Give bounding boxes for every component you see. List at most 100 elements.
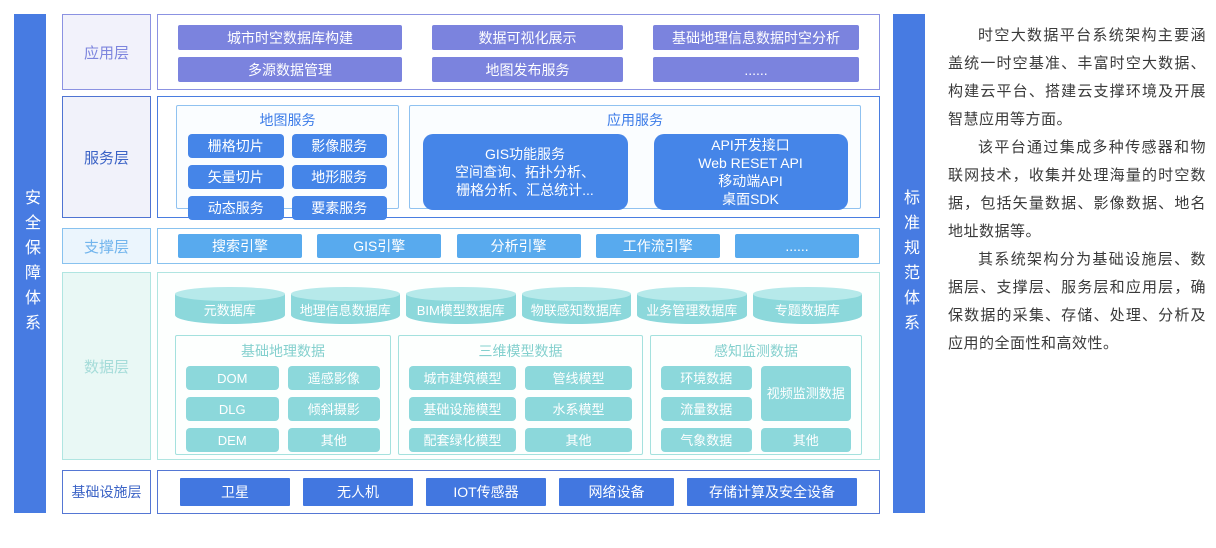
infra-block-drone: 无人机 bbox=[303, 478, 413, 506]
svc-block-vector-tile: 矢量切片 bbox=[188, 165, 284, 189]
api-interface-block: API开发接口 Web RESET API 移动端API 桌面SDK bbox=[653, 134, 848, 210]
app-service-blocks: GIS功能服务 空间查询、拓扑分析、 栅格分析、汇总统计... API开发接口 … bbox=[421, 134, 849, 210]
app-block-geo-analysis: 基础地理信息数据时空分析 bbox=[653, 25, 859, 50]
data-block-weather: 气象数据 bbox=[661, 428, 752, 452]
db-metadata-label: 元数据库 bbox=[203, 302, 256, 318]
security-assurance-label: 安全保障体系 bbox=[22, 188, 39, 339]
db-iot-label: 物联感知数据库 bbox=[530, 302, 622, 318]
model-3d-data-title: 三维模型数据 bbox=[478, 343, 563, 359]
svc-block-raster-tile: 栅格切片 bbox=[188, 134, 284, 158]
service-layer-panel: 地图服务 栅格切片 影像服务 矢量切片 地形服务 动态服务 要素服务 应用服务 … bbox=[157, 96, 880, 220]
description-paragraph-1: 时空大数据平台系统架构主要涵盖统一时空基准、丰富时空大数据、构建云平台、搭建云支… bbox=[948, 27, 1206, 128]
db-business-label: 业务管理数据库 bbox=[646, 302, 738, 318]
basic-geo-data-title: 基础地理数据 bbox=[241, 343, 325, 359]
data-block-city-building-model: 城市建筑模型 bbox=[409, 366, 516, 390]
engine-gis: GIS引擎 bbox=[317, 234, 442, 258]
map-service-group: 地图服务 栅格切片 影像服务 矢量切片 地形服务 动态服务 要素服务 bbox=[176, 105, 399, 220]
data-block-other1: 其他 bbox=[287, 428, 380, 452]
database-cylinders: 元数据库 地理信息数据库 BIM模型数据库 物联感知数据库 业务管理数据库 专题… bbox=[173, 287, 864, 324]
api-line2: Web RESET API bbox=[698, 155, 803, 171]
db-geoinfo: 地理信息数据库 bbox=[290, 287, 400, 324]
data-block-other3: 其他 bbox=[760, 428, 851, 452]
security-assurance-bar: 安全保障体系 bbox=[14, 14, 46, 513]
data-block-dom: DOM bbox=[186, 366, 279, 390]
gis-line1: GIS功能服务 bbox=[484, 146, 566, 162]
layer-label-data: 数据层 bbox=[62, 272, 151, 460]
app-block-visualization: 数据可视化展示 bbox=[432, 25, 623, 50]
svc-block-dynamic-service: 动态服务 bbox=[188, 196, 284, 220]
layer-label-service-text: 服务层 bbox=[83, 149, 129, 167]
db-geoinfo-label: 地理信息数据库 bbox=[299, 302, 391, 318]
app-block-multisource: 多源数据管理 bbox=[178, 57, 402, 82]
app-block-more: ...... bbox=[653, 57, 859, 82]
data-block-dem: DEM bbox=[186, 428, 279, 452]
db-thematic-label: 专题数据库 bbox=[774, 302, 840, 318]
layer-label-infrastructure-text: 基础设施层 bbox=[71, 484, 142, 500]
engine-search: 搜索引擎 bbox=[178, 234, 302, 258]
basic-geo-data-group: 基础地理数据 DOM 遥感影像 DLG 倾斜摄影 DEM 其他 bbox=[175, 335, 391, 455]
layer-label-infrastructure: 基础设施层 bbox=[62, 470, 151, 514]
api-line1: API开发接口 bbox=[711, 137, 790, 153]
gis-line2: 空间查询、拓扑分析、 bbox=[455, 164, 595, 180]
db-metadata: 元数据库 bbox=[175, 287, 285, 324]
application-row-2: 多源数据管理 地图发布服务 ...... bbox=[178, 57, 859, 82]
db-bim: BIM模型数据库 bbox=[406, 287, 516, 324]
description-paragraph-3: 其系统架构分为基础设施层、数据层、支撑层、服务层和应用层，确保数据的采集、存储、… bbox=[948, 251, 1206, 352]
application-layer-panel: 城市时空数据库构建 数据可视化展示 基础地理信息数据时空分析 多源数据管理 地图… bbox=[157, 14, 880, 90]
data-block-infra-model: 基础设施模型 bbox=[409, 397, 516, 421]
infra-block-storage-security: 存储计算及安全设备 bbox=[687, 478, 857, 506]
model-3d-data-grid: 城市建筑模型 管线模型 基础设施模型 水系模型 配套绿化模型 其他 bbox=[409, 366, 632, 452]
engine-workflow: 工作流引擎 bbox=[595, 234, 720, 258]
data-block-dlg: DLG bbox=[186, 397, 279, 421]
sensing-data-grid: 环境数据 视频监测数据 流量数据 气象数据 其他 bbox=[661, 366, 851, 452]
data-groups: 基础地理数据 DOM 遥感影像 DLG 倾斜摄影 DEM 其他 三维模型数据 城… bbox=[173, 335, 864, 455]
svc-block-image-service: 影像服务 bbox=[291, 134, 387, 158]
basic-geo-data-grid: DOM 遥感影像 DLG 倾斜摄影 DEM 其他 bbox=[186, 366, 380, 452]
svc-block-terrain-service: 地形服务 bbox=[291, 165, 387, 189]
svc-block-feature-service: 要素服务 bbox=[291, 196, 387, 220]
infra-block-satellite: 卫星 bbox=[180, 478, 290, 506]
data-block-remote-sensing: 遥感影像 bbox=[287, 366, 380, 390]
app-block-map-publish: 地图发布服务 bbox=[432, 57, 623, 82]
data-block-water-model: 水系模型 bbox=[525, 397, 632, 421]
standards-spec-label: 标准规范体系 bbox=[901, 188, 918, 339]
data-block-pipeline-model: 管线模型 bbox=[525, 366, 632, 390]
app-service-title: 应用服务 bbox=[607, 112, 663, 128]
layer-label-support-text: 支撑层 bbox=[83, 238, 129, 256]
description-text-block: 时空大数据平台系统架构主要涵盖统一时空基准、丰富时空大数据、构建云平台、搭建云支… bbox=[948, 22, 1206, 358]
description-paragraph-2: 该平台通过集成多种传感器和物联网技术，收集并处理海量的时空数据，包括矢量数据、影… bbox=[948, 139, 1206, 240]
infrastructure-layer-panel: 卫星 无人机 IOT传感器 网络设备 存储计算及安全设备 bbox=[157, 470, 880, 514]
data-block-greening-model: 配套绿化模型 bbox=[409, 428, 516, 452]
data-block-environment: 环境数据 bbox=[661, 366, 752, 390]
layer-label-service: 服务层 bbox=[62, 96, 151, 218]
data-block-video-monitor: 视频监测数据 bbox=[760, 366, 851, 421]
api-line4: 桌面SDK bbox=[722, 191, 779, 207]
layer-label-application-text: 应用层 bbox=[83, 44, 129, 62]
map-service-grid: 栅格切片 影像服务 矢量切片 地形服务 动态服务 要素服务 bbox=[188, 134, 387, 220]
engine-analysis: 分析引擎 bbox=[456, 234, 581, 258]
db-bim-label: BIM模型数据库 bbox=[416, 302, 505, 318]
layer-label-application: 应用层 bbox=[62, 14, 151, 90]
model-3d-data-group: 三维模型数据 城市建筑模型 管线模型 基础设施模型 水系模型 配套绿化模型 其他 bbox=[398, 335, 643, 455]
sensing-data-group: 感知监测数据 环境数据 视频监测数据 流量数据 气象数据 其他 bbox=[650, 335, 862, 455]
engine-more: ...... bbox=[735, 234, 859, 258]
layer-label-data-text: 数据层 bbox=[83, 358, 129, 376]
db-iot: 物联感知数据库 bbox=[521, 287, 631, 324]
db-thematic: 专题数据库 bbox=[752, 287, 862, 324]
infra-block-iot-sensor: IOT传感器 bbox=[426, 478, 546, 506]
db-business: 业务管理数据库 bbox=[637, 287, 747, 324]
application-row-1: 城市时空数据库构建 数据可视化展示 基础地理信息数据时空分析 bbox=[178, 25, 859, 50]
app-service-group: 应用服务 GIS功能服务 空间查询、拓扑分析、 栅格分析、汇总统计... API… bbox=[409, 105, 861, 210]
support-layer-panel: 搜索引擎 GIS引擎 分析引擎 工作流引擎 ...... bbox=[157, 228, 880, 264]
gis-line3: 栅格分析、汇总统计... bbox=[456, 182, 594, 198]
standards-spec-bar: 标准规范体系 bbox=[893, 14, 925, 513]
data-block-oblique: 倾斜摄影 bbox=[287, 397, 380, 421]
map-service-title: 地图服务 bbox=[259, 112, 316, 128]
api-line3: 移动端API bbox=[718, 173, 783, 189]
layer-label-support: 支撑层 bbox=[62, 228, 151, 264]
sensing-data-title: 感知监测数据 bbox=[714, 343, 798, 359]
infra-block-network-device: 网络设备 bbox=[559, 478, 674, 506]
data-block-other2: 其他 bbox=[525, 428, 632, 452]
data-block-flow: 流量数据 bbox=[661, 397, 752, 421]
